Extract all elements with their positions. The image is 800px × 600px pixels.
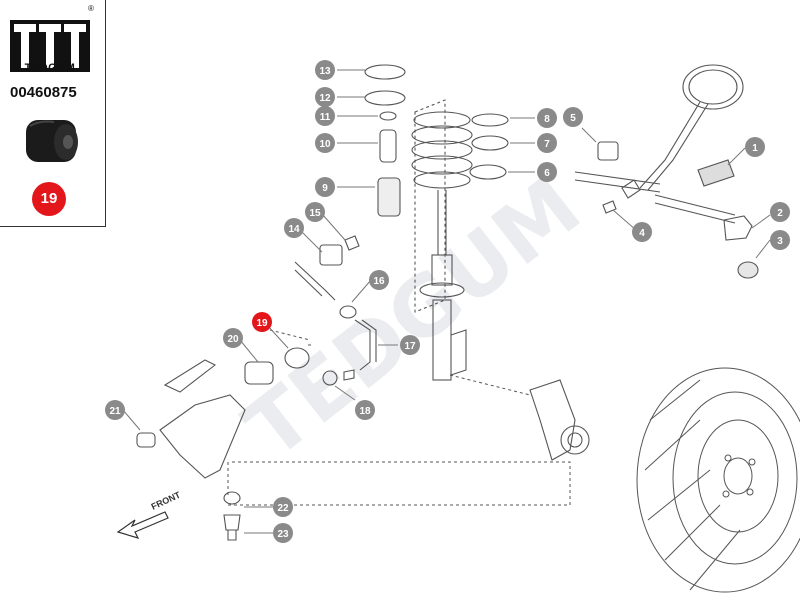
dashed-guide-lines [227, 329, 571, 506]
bushing-photo [26, 120, 78, 162]
svg-text:15: 15 [309, 208, 321, 219]
wheel-tire-drawing [636, 367, 800, 593]
callout-16[interactable]: 16 [369, 270, 389, 290]
svg-text:9: 9 [322, 183, 328, 194]
svg-text:11: 11 [320, 112, 331, 123]
callout-23[interactable]: 23 [273, 523, 293, 543]
callout-21[interactable]: 21 [105, 400, 125, 420]
svg-text:4: 4 [639, 228, 645, 239]
callout-15[interactable]: 15 [305, 202, 325, 222]
highlight-number-badge: 19 [32, 182, 66, 216]
svg-text:8: 8 [544, 114, 550, 125]
svg-text:19: 19 [256, 318, 268, 329]
svg-text:20: 20 [227, 334, 239, 345]
svg-text:17: 17 [404, 341, 416, 352]
callout-9[interactable]: 9 [315, 177, 335, 197]
callout-8[interactable]: 8 [537, 108, 557, 128]
steering-knuckle-drawing [529, 379, 590, 461]
svg-text:5: 5 [570, 113, 576, 124]
svg-text:7: 7 [544, 139, 550, 150]
callout-10[interactable]: 10 [315, 133, 335, 153]
part-info-panel: ® TEDGUM 00460875 19 [0, 0, 106, 227]
svg-text:12: 12 [319, 93, 331, 104]
callout-7[interactable]: 7 [537, 133, 557, 153]
stabilizer-bar-drawing [294, 235, 377, 386]
svg-text:10: 10 [319, 139, 331, 150]
callout-6[interactable]: 6 [537, 162, 557, 182]
callout-19-highlight[interactable]: 19 [252, 312, 272, 332]
callout-3[interactable]: 3 [770, 230, 790, 250]
svg-text:6: 6 [544, 168, 550, 179]
svg-text:3: 3 [777, 236, 783, 247]
callout-2[interactable]: 2 [770, 202, 790, 222]
callout-4[interactable]: 4 [632, 222, 652, 242]
svg-text:21: 21 [109, 406, 121, 417]
callout-13[interactable]: 13 [315, 60, 335, 80]
callout-20[interactable]: 20 [223, 328, 243, 348]
lower-control-arm-drawing [136, 347, 310, 541]
part-number: 00460875 [10, 84, 77, 101]
callout-18[interactable]: 18 [355, 400, 375, 420]
callout-14[interactable]: 14 [284, 218, 304, 238]
svg-text:16: 16 [373, 276, 385, 287]
svg-text:1: 1 [752, 143, 758, 154]
callout-17[interactable]: 17 [400, 335, 420, 355]
callout-5[interactable]: 5 [563, 107, 583, 127]
svg-text:14: 14 [288, 224, 300, 235]
brand-name: TEDGUM [24, 62, 76, 74]
svg-text:18: 18 [359, 406, 371, 417]
front-label: FRONT [150, 489, 183, 511]
svg-text:23: 23 [277, 529, 289, 540]
callout-12[interactable]: 12 [315, 87, 335, 107]
svg-text:22: 22 [277, 503, 289, 514]
callout-1[interactable]: 1 [745, 137, 765, 157]
strut-assembly-drawing [364, 64, 509, 381]
callout-11[interactable]: 11 [315, 106, 335, 126]
callout-22[interactable]: 22 [273, 497, 293, 517]
svg-text:2: 2 [777, 208, 783, 219]
callout-leader-lines [122, 69, 771, 534]
svg-text:13: 13 [319, 66, 331, 77]
tedgum-logo [10, 20, 90, 72]
front-direction-arrow: FRONT [116, 489, 183, 539]
registered-mark: ® [88, 4, 94, 13]
steering-column-drawing [574, 64, 759, 279]
